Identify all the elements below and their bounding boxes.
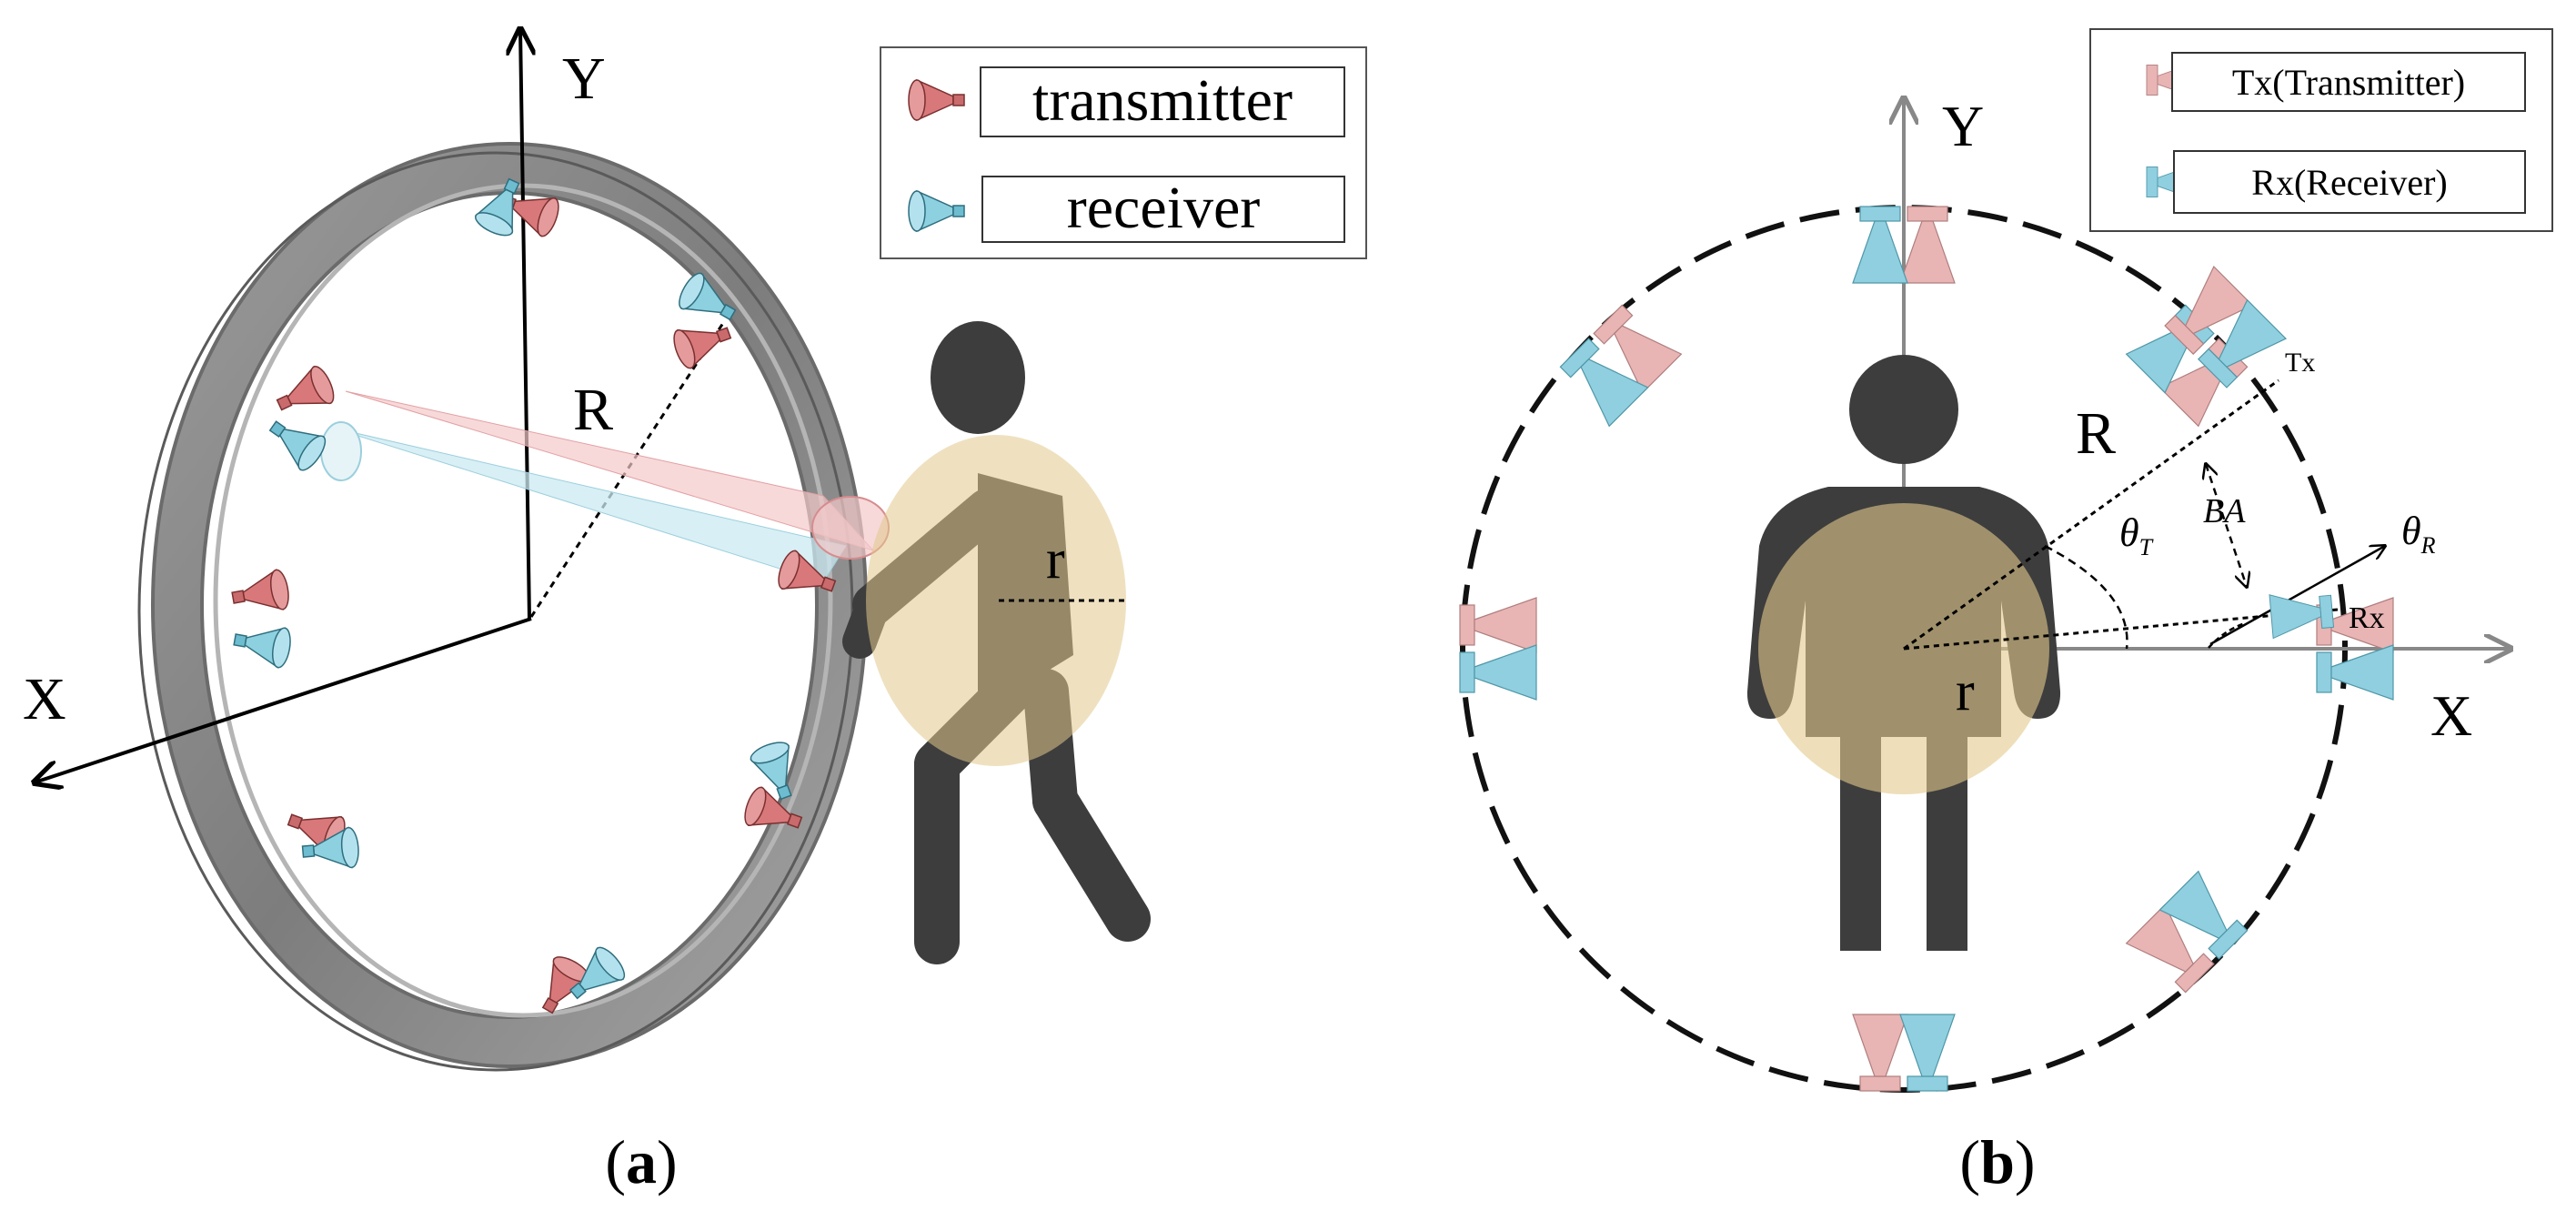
axis-label-x-a: X (23, 666, 66, 732)
caption-a: (a) (605, 1127, 677, 1196)
ba-arrow (2206, 464, 2247, 587)
legend-tx-label: Tx(Transmitter) (2232, 62, 2465, 103)
x-axis-a (35, 617, 532, 782)
legend-rx-label: Rx(Receiver) (2251, 162, 2447, 203)
radius-label-a: R (573, 377, 613, 443)
axis-label-y-b: Y (1942, 94, 1984, 158)
antenna-ring (137, 142, 868, 1072)
legend-receiver-label: receiver (1067, 175, 1260, 241)
radius-line-b (1903, 378, 2279, 651)
axis-label-x-b: X (2430, 683, 2472, 748)
theta-t-label: θT (2119, 510, 2154, 560)
inner-radius-label-a: r (1046, 529, 1065, 590)
caption-b: (b) (1959, 1127, 2035, 1196)
theta-r-arc (2208, 621, 2246, 649)
rx-line-b (1903, 608, 2339, 651)
axis-label-y-a: Y (562, 45, 606, 112)
legend-transmitter-label: transmitter (1032, 67, 1293, 134)
legend-b: Tx(Transmitter) Rx(Receiver) (2089, 28, 2553, 232)
rx-label: Rx (2349, 601, 2385, 635)
theta-r-label: θR (2401, 509, 2436, 559)
panel-a: Y X R r transmitter receiver (a) (23, 29, 1367, 1196)
theta-r-direction (2209, 546, 2385, 646)
ba-label: BA (2203, 492, 2246, 530)
legend-a: transmitter receiver (880, 46, 1367, 259)
theta-t-arc (2044, 544, 2128, 650)
tx-label: Tx (2285, 348, 2315, 378)
panel-b: Y X R r Tx Rx BA θT θR Tx(Transmitter) R… (1460, 28, 2553, 1196)
beams-a (320, 390, 890, 583)
body-overlay-a (866, 435, 1126, 766)
radius-label-b: R (2076, 400, 2116, 467)
inner-radius-label-b: r (1956, 661, 1975, 722)
y-axis-a (520, 29, 529, 620)
